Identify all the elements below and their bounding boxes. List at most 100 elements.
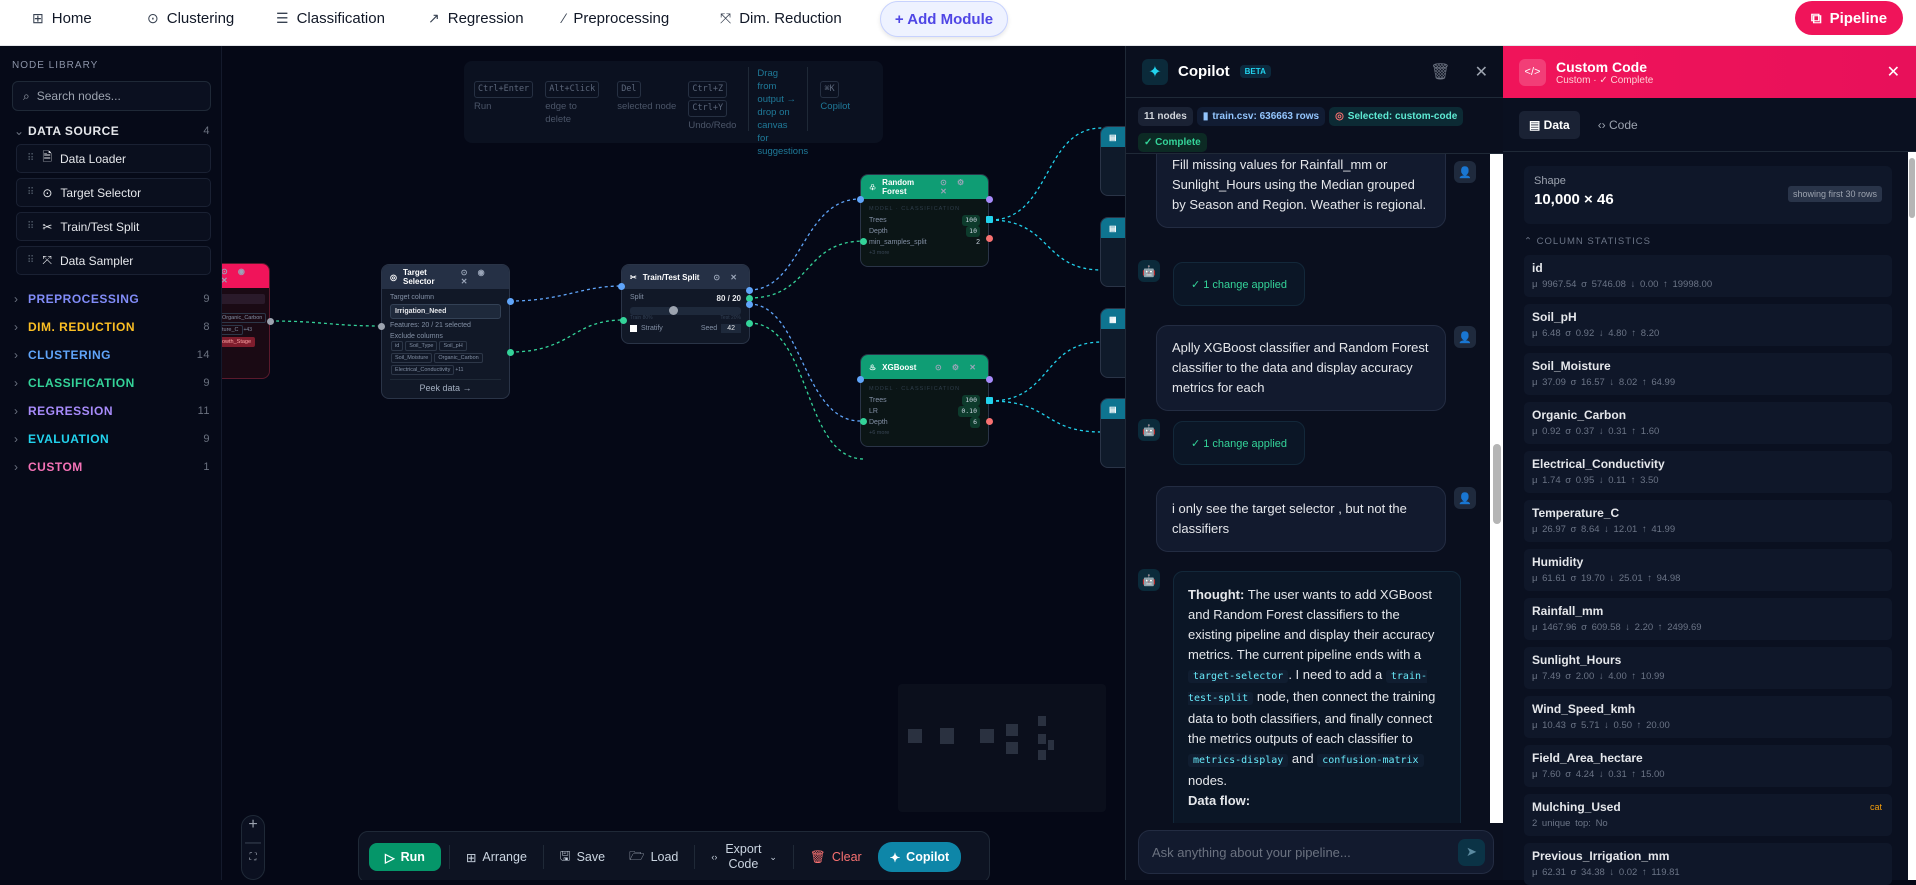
chat-scrollbar[interactable] bbox=[1490, 154, 1504, 823]
export-code-button[interactable]: ‹›Export Code⌄ bbox=[703, 842, 785, 871]
copilot-button[interactable]: ✦Copilot bbox=[877, 842, 962, 872]
drag-handle-icon[interactable]: ⠿ bbox=[27, 221, 35, 232]
output-port[interactable] bbox=[986, 235, 993, 242]
node-header[interactable]: ◎Target Selector⊙ ◉ ✕ bbox=[382, 265, 509, 289]
exclude-tag[interactable]: Organic_Carbon bbox=[434, 353, 483, 363]
search-input[interactable]: ⌕Search nodes... bbox=[12, 81, 211, 111]
output-port[interactable] bbox=[746, 301, 753, 308]
save-button[interactable]: 🖫Save bbox=[552, 843, 613, 871]
exclude-tag[interactable]: Soil_Moisture bbox=[391, 353, 433, 363]
param-value[interactable]: 10 bbox=[966, 226, 980, 237]
tab-code[interactable]: ‹› Code bbox=[1588, 111, 1648, 139]
nav-dim-reduction[interactable]: ⤧Dim. Reduction bbox=[720, 0, 842, 36]
scrollbar-thumb[interactable] bbox=[1909, 158, 1915, 218]
output-port[interactable] bbox=[746, 295, 753, 302]
output-port[interactable] bbox=[267, 318, 274, 325]
node-actions-icon[interactable]: ⊙ ◉ ✕ bbox=[222, 267, 249, 285]
split-slider[interactable] bbox=[630, 306, 741, 315]
output-port[interactable] bbox=[986, 216, 993, 223]
chat-input[interactable]: Ask anything about your pipeline... ➤ bbox=[1138, 830, 1494, 874]
pipeline-button[interactable]: ⧉Pipeline bbox=[1795, 1, 1903, 35]
output-port[interactable] bbox=[986, 418, 993, 425]
clear-button[interactable]: 🗑Clear bbox=[802, 843, 870, 871]
close-icon[interactable]: ✕ bbox=[1474, 63, 1488, 81]
panel-scrollbar[interactable] bbox=[1908, 152, 1916, 880]
tab-data[interactable]: ▤ Data bbox=[1519, 110, 1580, 139]
node-actions-icon[interactable]: ⊙ ✕ bbox=[713, 272, 741, 282]
exclude-tag[interactable]: Soil_Type bbox=[405, 341, 438, 351]
column-stats-toggle[interactable]: ⌃ COLUMN STATISTICS bbox=[1524, 236, 1651, 247]
nav-preprocessing[interactable]: ⁄Preprocessing bbox=[563, 0, 669, 36]
nav-home[interactable]: ⊞Home bbox=[32, 0, 92, 36]
confusion-matrix-node[interactable]: ▤ bbox=[1100, 217, 1125, 287]
metrics-display-node[interactable]: ▤ bbox=[1100, 126, 1125, 196]
input-port[interactable] bbox=[860, 238, 867, 245]
drag-handle-icon[interactable]: ⠿ bbox=[27, 153, 35, 164]
drag-handle-icon[interactable]: ⠿ bbox=[27, 187, 35, 198]
node-header[interactable]: ♨XGBoost⊙ ⚙ ✕ bbox=[861, 355, 988, 379]
nav-clustering[interactable]: ⊙Clustering bbox=[147, 0, 234, 36]
input-port[interactable] bbox=[857, 376, 864, 383]
target-column-select[interactable]: Irrigation_Need bbox=[390, 304, 501, 319]
output-port[interactable] bbox=[507, 349, 514, 356]
fit-view-button[interactable]: ⛶ bbox=[249, 852, 257, 863]
exclude-tag[interactable]: Soil_pH bbox=[439, 341, 467, 351]
output-port[interactable] bbox=[507, 298, 514, 305]
zoom-out-button[interactable]: — bbox=[245, 834, 261, 851]
output-port[interactable] bbox=[746, 287, 753, 294]
slider-handle[interactable] bbox=[668, 306, 678, 315]
input-port[interactable] bbox=[618, 283, 625, 290]
node-header[interactable]: ✂Train/Test Split⊙ ✕ bbox=[622, 265, 749, 289]
drag-handle-icon[interactable]: ⠿ bbox=[27, 255, 35, 266]
param-value[interactable]: 2 bbox=[976, 239, 980, 246]
param-value[interactable]: 100 bbox=[962, 215, 980, 226]
add-module-button[interactable]: + Add Module bbox=[880, 1, 1008, 37]
node-actions-icon[interactable]: ⊙ ⚙ ✕ bbox=[934, 362, 980, 372]
trash-icon[interactable]: 🗑 bbox=[1430, 63, 1451, 81]
close-icon[interactable]: ✕ bbox=[1886, 64, 1900, 81]
seed-input[interactable]: 42 bbox=[721, 324, 741, 333]
exclude-tag[interactable]: id bbox=[391, 341, 404, 351]
node-header[interactable]: ⊙ ◉ ✕ bbox=[222, 264, 269, 288]
load-button[interactable]: 🗁Load bbox=[621, 843, 686, 871]
output-port[interactable] bbox=[986, 376, 993, 383]
arrange-button[interactable]: ⊞Arrange bbox=[458, 843, 535, 871]
output-port[interactable] bbox=[986, 397, 993, 404]
metrics-display-node[interactable]: ▦ bbox=[1100, 308, 1125, 378]
library-item-train-test-split[interactable]: ⠿✂Train/Test Split bbox=[16, 212, 211, 241]
input-port[interactable] bbox=[378, 323, 385, 330]
node-header[interactable]: ♧Random Forest⊙ ⚙ ✕ bbox=[861, 175, 988, 199]
chat-thread[interactable]: Fill missing values for Rainfall_mm or S… bbox=[1126, 153, 1504, 823]
minimap[interactable] bbox=[898, 684, 1106, 812]
stratify-checkbox[interactable] bbox=[630, 325, 637, 332]
param-value[interactable]: 0.10 bbox=[958, 406, 980, 417]
node-actions-icon[interactable]: ⊙ ⚙ ✕ bbox=[940, 178, 969, 196]
input-port[interactable] bbox=[857, 196, 864, 203]
node-actions-icon[interactable]: ⊙ ◉ ✕ bbox=[460, 268, 489, 286]
library-item-data-sampler[interactable]: ⠿⤧Data Sampler bbox=[16, 246, 211, 275]
param-value[interactable]: 100 bbox=[962, 395, 980, 406]
send-icon[interactable]: ➤ bbox=[1458, 838, 1485, 866]
run-button[interactable]: ▷Run bbox=[369, 843, 441, 871]
